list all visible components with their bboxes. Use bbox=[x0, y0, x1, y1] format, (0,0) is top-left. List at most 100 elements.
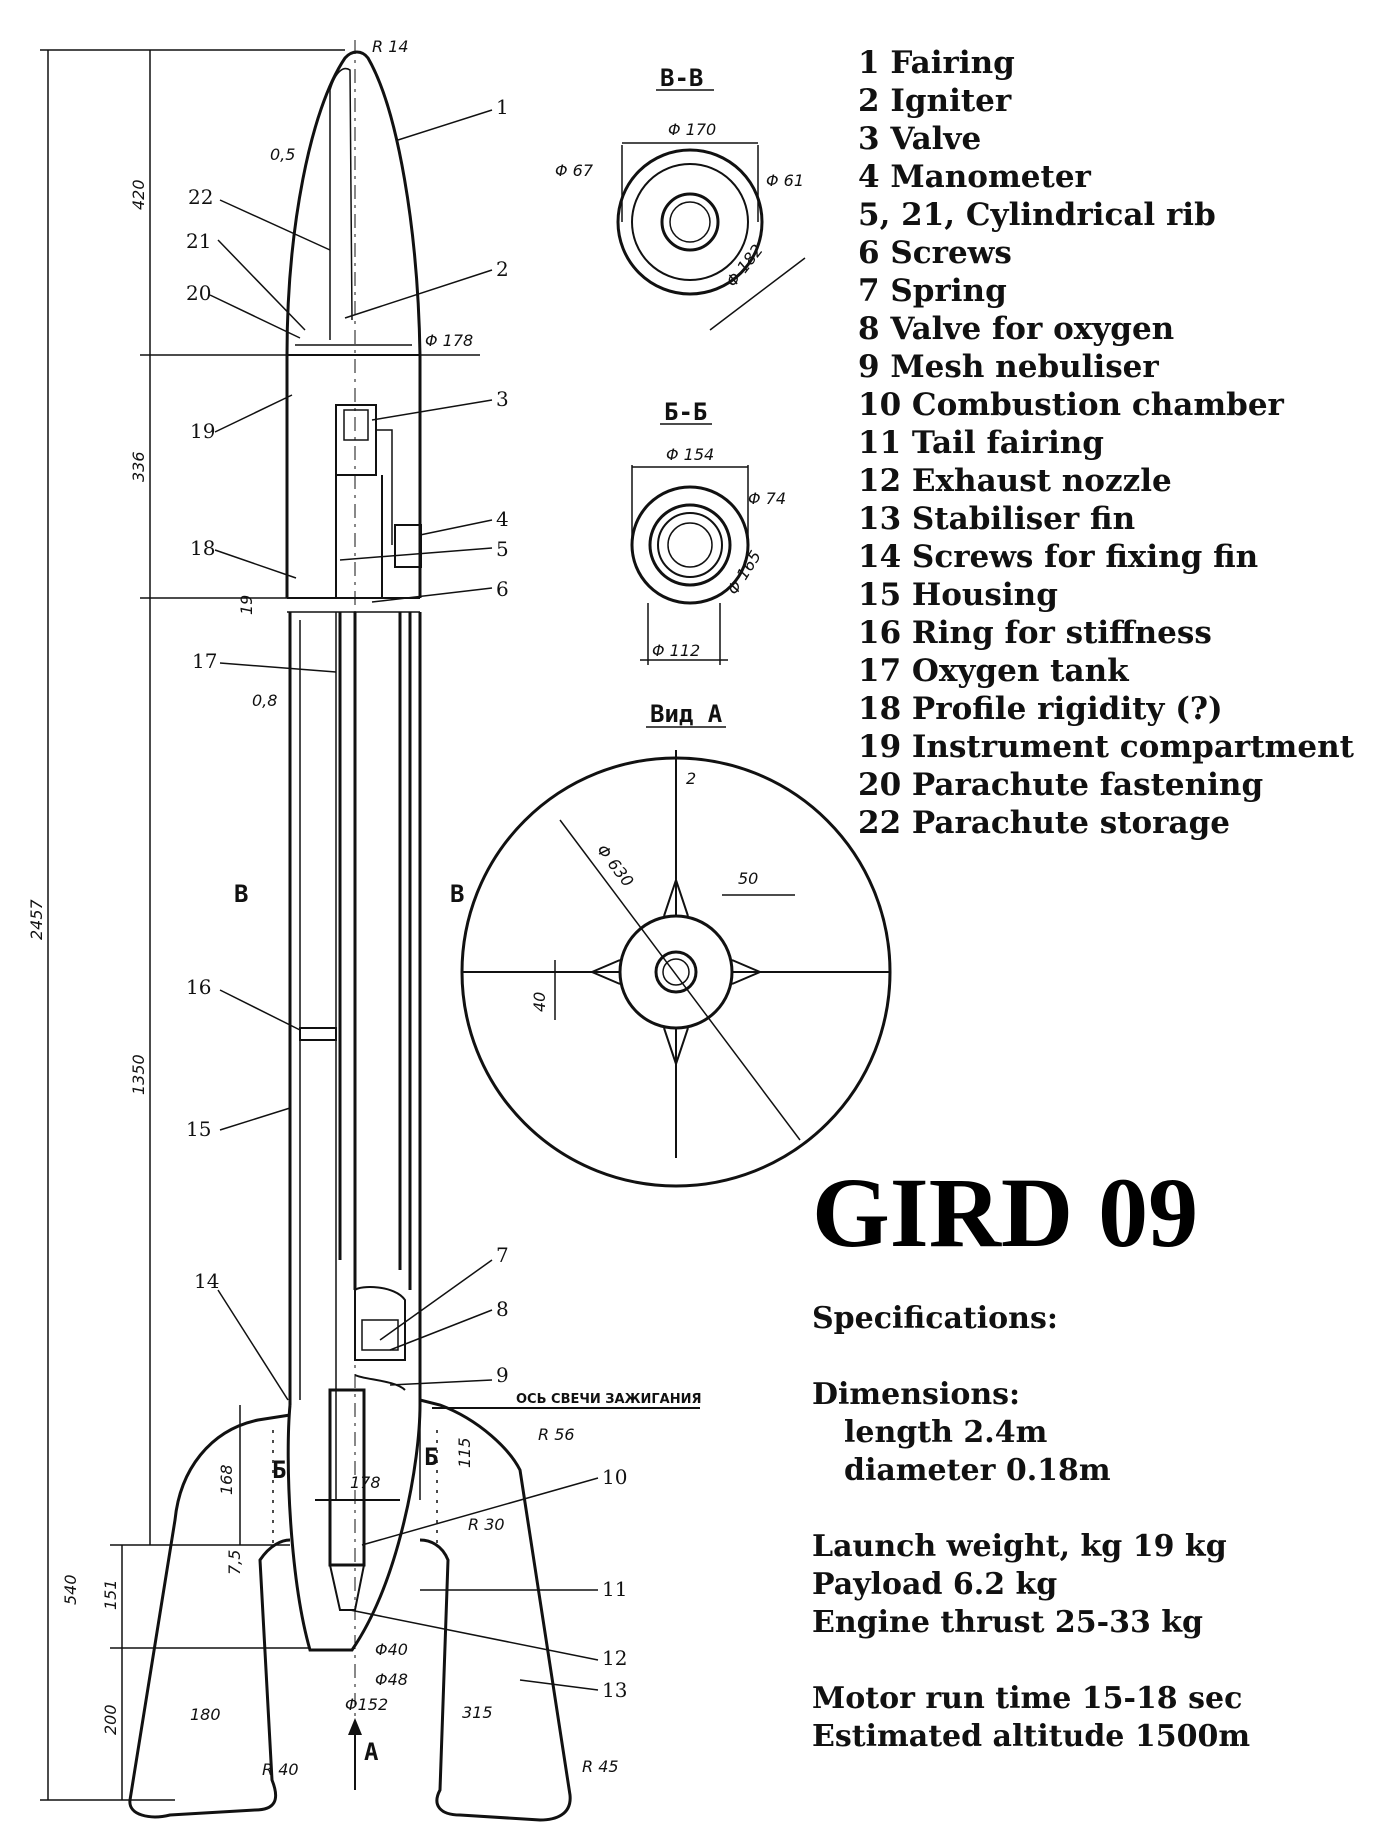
legend-item: 14 Screws for fixing fin bbox=[858, 539, 1259, 575]
cut-v-left: В bbox=[234, 880, 248, 908]
cut-b-right: Б bbox=[424, 1443, 438, 1471]
page-title: GIRD 09 bbox=[812, 1157, 1199, 1268]
callout-4: 4 bbox=[496, 507, 509, 531]
section-bb: Б-Б Φ 154 Φ 74 Φ 165 Φ 112 bbox=[630, 398, 786, 665]
legend-item: 18 Profile rigidity (?) bbox=[858, 691, 1223, 727]
callout-11: 11 bbox=[602, 1577, 627, 1601]
callout-5: 5 bbox=[496, 537, 509, 561]
dim-r40: R 40 bbox=[262, 1760, 299, 1779]
callout-15: 15 bbox=[186, 1117, 211, 1141]
callout-1: 1 bbox=[496, 95, 509, 119]
vv-d67: Φ 67 bbox=[555, 161, 594, 180]
legend-item: 1 Fairing bbox=[858, 45, 1015, 81]
callout-16: 16 bbox=[186, 975, 211, 999]
legend-item: 19 Instrument compartment bbox=[858, 729, 1354, 765]
legend-item: 7 Spring bbox=[858, 273, 1007, 309]
callout-8: 8 bbox=[496, 1297, 509, 1321]
spec-payload: Payload 6.2 kg bbox=[812, 1567, 1058, 1602]
cut-v-right: В bbox=[450, 880, 464, 908]
spec-thrust: Engine thrust 25-33 kg bbox=[812, 1605, 1204, 1640]
dim-r30: R 30 bbox=[468, 1515, 505, 1534]
parts-legend: 1 Fairing 2 Igniter 3 Valve 4 Manometer … bbox=[858, 44, 1354, 842]
vv-d61: Φ 61 bbox=[766, 171, 804, 190]
legend-item: 16 Ring for stiffness bbox=[858, 615, 1212, 651]
dimension-lines bbox=[40, 49, 480, 1801]
spec-diameter: diameter 0.18m bbox=[844, 1453, 1111, 1488]
callout-18: 18 bbox=[190, 536, 215, 560]
view-a: Вид А Φ 630 2 50 40 bbox=[460, 700, 892, 1188]
callout-leaders bbox=[209, 109, 599, 1691]
dim-instrument: 336 bbox=[129, 451, 148, 482]
dim-nose: 420 bbox=[129, 179, 148, 210]
view-dim-2: 2 bbox=[686, 769, 696, 788]
dim-fin-upper: 168 bbox=[217, 1464, 236, 1495]
callout-7: 7 bbox=[496, 1243, 509, 1267]
dim-fin-root: 200 bbox=[101, 1704, 120, 1735]
callout-14: 14 bbox=[194, 1269, 219, 1293]
callout-13: 13 bbox=[602, 1678, 627, 1702]
view-d630: Φ 630 bbox=[593, 841, 638, 891]
section-vv: В-В Φ 170 Φ 67 Φ 61 Φ 182 bbox=[555, 64, 806, 331]
dim-d40: Φ40 bbox=[375, 1640, 408, 1659]
dim-r45: R 45 bbox=[582, 1757, 619, 1776]
dim-overall: 2457 bbox=[27, 898, 46, 940]
callout-20: 20 bbox=[186, 281, 211, 305]
callout-6: 6 bbox=[496, 577, 509, 601]
legend-item: 17 Oxygen tank bbox=[858, 653, 1129, 689]
view-dim-40: 40 bbox=[530, 992, 549, 1012]
callout-22: 22 bbox=[188, 185, 213, 209]
dim-wall-0-8: 0,8 bbox=[252, 691, 277, 710]
legend-item: 9 Mesh nebuliser bbox=[858, 349, 1159, 385]
callout-21: 21 bbox=[186, 229, 211, 253]
spark-axis-label: ОСЬ СВЕЧИ ЗАЖИГАНИЯ bbox=[516, 1392, 701, 1407]
legend-item: 5, 21, Cylindrical rib bbox=[858, 197, 1216, 233]
callout-19: 19 bbox=[190, 419, 215, 443]
view-dim-50: 50 bbox=[738, 869, 758, 888]
dim-fin-lower: 151 bbox=[101, 1579, 120, 1610]
view-a-title: Вид А bbox=[650, 700, 723, 728]
legend-item: 13 Stabiliser fin bbox=[858, 501, 1136, 537]
dim-r56: R 56 bbox=[538, 1425, 575, 1444]
dim-7-5: 7,5 bbox=[225, 1550, 244, 1575]
legend-item: 20 Parachute fastening bbox=[858, 767, 1264, 803]
legend-item: 11 Tail fairing bbox=[858, 425, 1104, 461]
arrow-a-label: А bbox=[364, 1738, 379, 1766]
dim-19: 19 bbox=[237, 595, 256, 615]
spacer bbox=[812, 1490, 1250, 1528]
callout-3: 3 bbox=[496, 387, 509, 411]
dim-tail: 540 bbox=[61, 1574, 80, 1605]
section-vv-title: В-В bbox=[660, 64, 703, 92]
dim-tank: 1350 bbox=[129, 1054, 148, 1095]
callout-10: 10 bbox=[602, 1465, 627, 1489]
bb-d112: Φ 112 bbox=[652, 641, 700, 660]
dimensions-heading: Dimensions: bbox=[812, 1377, 1021, 1412]
dimension-labels: 2457 420 336 1350 540 200 151 168 7,5 19… bbox=[27, 37, 619, 1779]
legend-item: 3 Valve bbox=[858, 121, 982, 157]
dim-body-diameter: Φ 178 bbox=[425, 331, 473, 350]
legend-item: 15 Housing bbox=[858, 577, 1058, 613]
legend-item: 22 Parachute storage bbox=[858, 805, 1230, 841]
dim-nose-radius: R 14 bbox=[372, 37, 409, 56]
spacer bbox=[812, 1642, 1250, 1680]
spec-length: length 2.4m bbox=[844, 1415, 1048, 1450]
legend-item: 2 Igniter bbox=[858, 83, 1012, 119]
legend-item: 4 Manometer bbox=[858, 159, 1091, 195]
callout-2: 2 bbox=[496, 257, 509, 281]
cut-b-left: Б bbox=[272, 1456, 286, 1484]
callout-9: 9 bbox=[496, 1363, 509, 1387]
dim-fin-180: 180 bbox=[190, 1705, 221, 1724]
bb-d74: Φ 74 bbox=[748, 489, 786, 508]
callout-12: 12 bbox=[602, 1646, 627, 1670]
specifications-block: Specifications: Dimensions: length 2.4m … bbox=[812, 1300, 1250, 1756]
spacer bbox=[812, 1338, 1250, 1376]
spec-launch-weight: Launch weight, kg 19 kg bbox=[812, 1529, 1227, 1564]
legend-item: 8 Valve for oxygen bbox=[858, 311, 1175, 347]
rocket-side-view bbox=[128, 40, 572, 1822]
specs-heading: Specifications: bbox=[812, 1301, 1058, 1336]
bb-d154: Φ 154 bbox=[666, 445, 714, 464]
callout-17: 17 bbox=[192, 649, 217, 673]
dim-178-tail: 178 bbox=[350, 1473, 381, 1492]
callout-numbers: 1 2 3 4 5 6 7 8 9 10 11 12 13 14 15 16 1… bbox=[186, 95, 627, 1702]
legend-item: 12 Exhaust nozzle bbox=[858, 463, 1172, 499]
